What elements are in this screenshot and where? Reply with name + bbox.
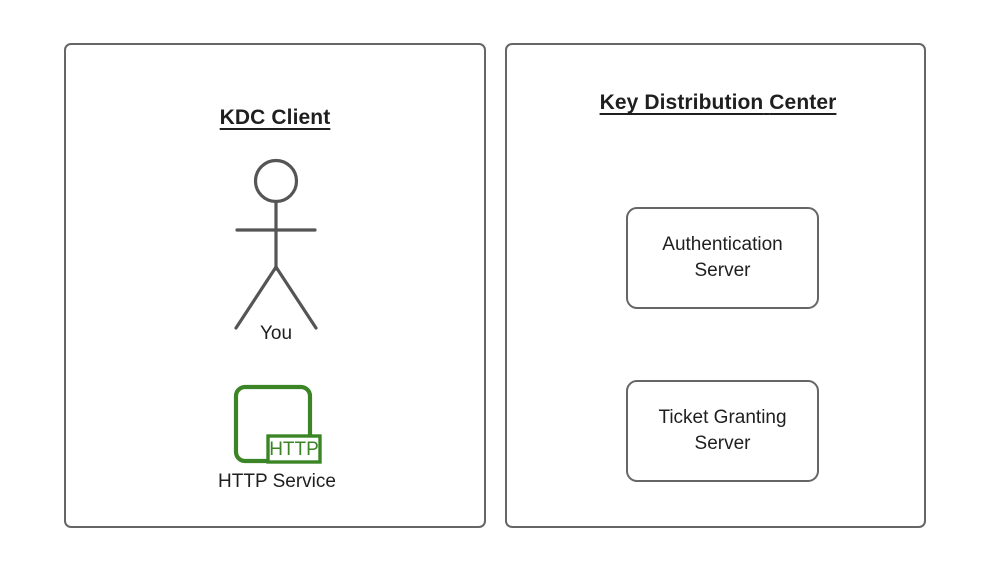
panel-kdc-client: KDC Client You HTTP HTTP Service (64, 43, 486, 528)
panel-title-key-distribution-center: Key Distribution Center (593, 89, 843, 116)
http-service-icon-badge-text: HTTP (269, 439, 319, 460)
node-authentication-server-line-1: Authentication (662, 234, 783, 255)
stick-figure-leg-left (234, 265, 278, 330)
actor-you-label: You (259, 323, 293, 344)
node-ticket-granting-server-line-2: Server (694, 433, 751, 454)
actor-you: You (216, 157, 336, 344)
node-ticket-granting-server-line-1: Ticket Granting (658, 407, 787, 428)
node-authentication-server-label: Authentication Server (648, 232, 796, 284)
node-authentication-server-line-2: Server (694, 260, 751, 281)
http-service-label: HTTP Service (218, 471, 336, 492)
node-authentication-server: Authentication Server (626, 207, 819, 309)
panel-title-kdc-client: KDC Client (219, 106, 331, 129)
http-service-node: HTTP HTTP Service (218, 383, 336, 492)
node-ticket-granting-server-label: Ticket Granting Server (644, 405, 800, 457)
stick-figure-head (253, 158, 299, 204)
http-service-icon: HTTP (233, 384, 322, 464)
node-ticket-granting-server: Ticket Granting Server (626, 380, 819, 482)
stick-figure-leg-right (274, 265, 318, 330)
http-service-icon-badge-box (266, 434, 322, 464)
panel-title-line-2: Center (769, 91, 837, 114)
panel-title-line-1: Key Distribution (599, 91, 764, 114)
panel-key-distribution-center: Key Distribution Center Authentication S… (505, 43, 926, 528)
stick-figure-icon (234, 158, 318, 330)
